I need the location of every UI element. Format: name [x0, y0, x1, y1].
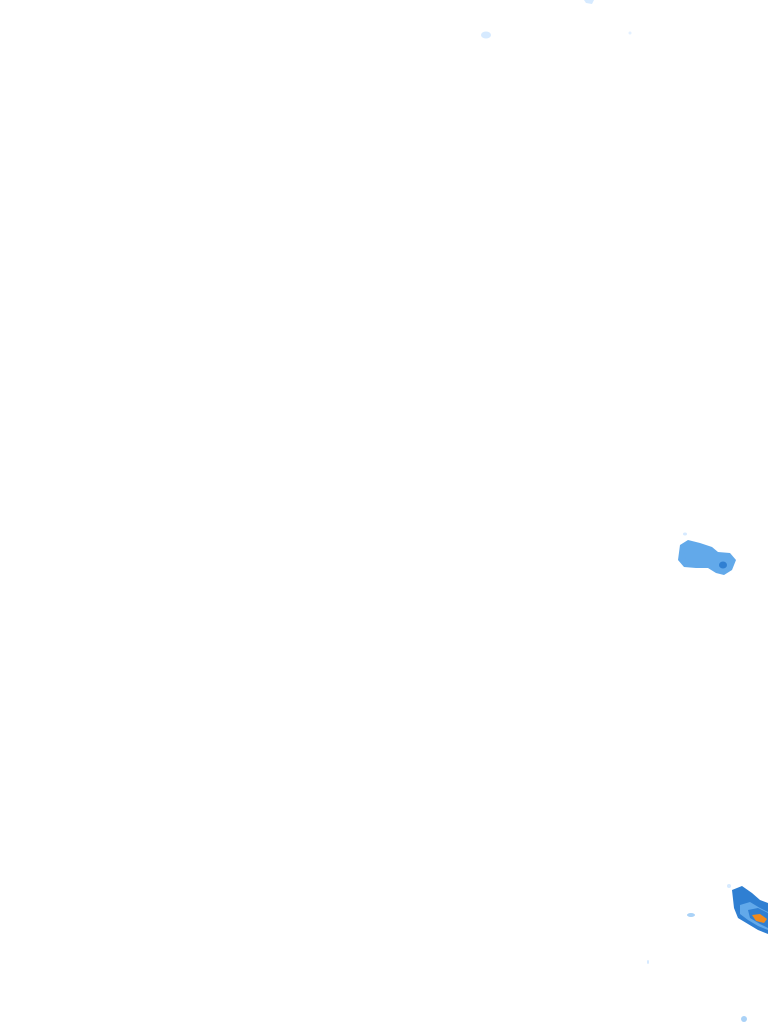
- echo-blob: [741, 1016, 747, 1022]
- echo-blob: [752, 914, 767, 923]
- echo-blob: [687, 913, 695, 917]
- cell-bottom-core: [752, 914, 767, 923]
- echo-blob: [647, 960, 649, 964]
- echo-blob: [584, 0, 594, 4]
- echo-blob: [719, 561, 727, 569]
- echo-blob: [628, 31, 632, 35]
- echo-blob: [684, 545, 713, 562]
- echo-blob: [481, 31, 491, 39]
- echo-blob: [727, 884, 731, 888]
- cell-mid-right: [678, 532, 736, 575]
- cell-bottom-tiny: [647, 960, 747, 1022]
- echo-blob: [683, 532, 687, 536]
- cell-top-small: [481, 31, 632, 39]
- cell-top-edge: [584, 0, 594, 4]
